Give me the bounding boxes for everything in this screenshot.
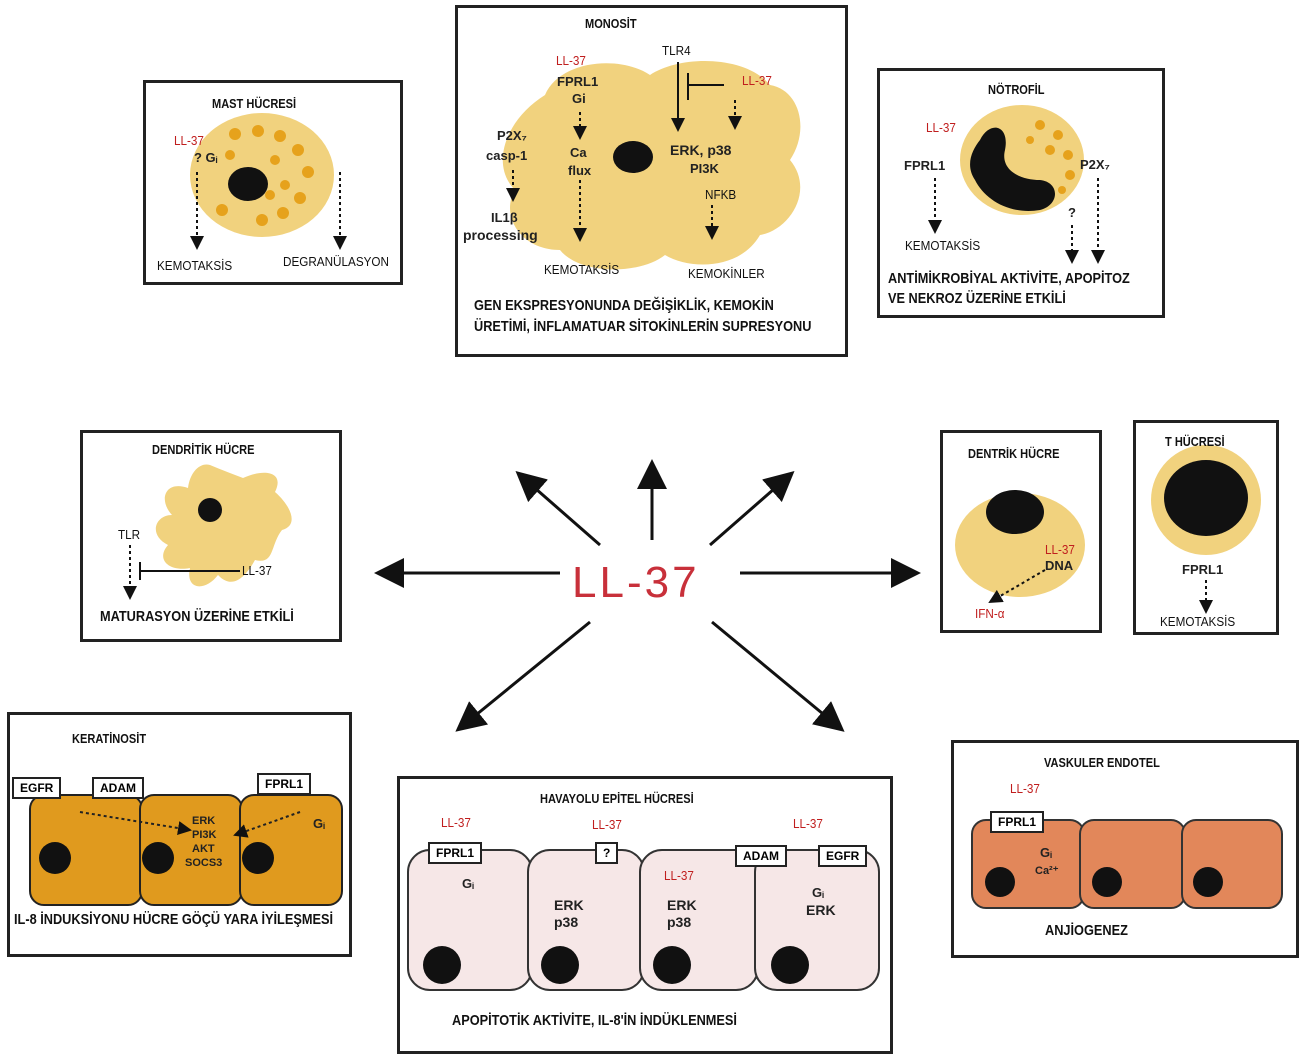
- keratinocyte-caption: IL-8 İNDUKSİYONU HÜCRE GÖÇÜ YARA İYİLEŞM…: [14, 911, 333, 928]
- monocyte-il1b: IL1β: [491, 210, 518, 225]
- airway-title: HAVAYOLU EPİTEL HÜCRESİ: [540, 791, 694, 806]
- mast-effect-chemotaxis: KEMOTAKSİS: [157, 258, 232, 273]
- dendritic-ll37: LL-37: [242, 563, 272, 578]
- monocyte-nfkb: NFKB: [705, 187, 736, 202]
- dentric-ll37: LL-37: [1045, 542, 1075, 557]
- airway-question-tag: ?: [595, 842, 618, 864]
- neutrophil-caption-2: VE NEKROZ ÜZERİNE ETKİLİ: [888, 290, 1066, 307]
- keratinocyte-fprl1-tag: FPRL1: [257, 773, 311, 795]
- airway-gi-1: Gᵢ: [462, 876, 474, 891]
- vascular-gi: Gᵢ: [1040, 845, 1052, 860]
- airway-adam-tag: ADAM: [735, 845, 787, 867]
- keratinocyte-socs3: SOCS3: [185, 856, 222, 871]
- keratinocyte-erk: ERK: [192, 814, 215, 829]
- vascular-title: VASKULER ENDOTEL: [1044, 755, 1160, 770]
- airway-ll37-3: LL-37: [664, 868, 694, 883]
- t-cell-effect: KEMOTAKSİS: [1160, 614, 1235, 629]
- dendritic-tlr: TLR: [118, 527, 140, 542]
- monocyte-p2x: P2X₇: [497, 128, 527, 143]
- vascular-fprl1-tag: FPRL1: [990, 811, 1044, 833]
- center-label: LL-37: [572, 558, 700, 608]
- monocyte-ll37-b: LL-37: [742, 73, 772, 88]
- keratinocyte-adam-tag: ADAM: [92, 777, 144, 799]
- keratinocyte-egfr-tag: EGFR: [12, 777, 61, 799]
- keratinocyte-akt: AKT: [192, 842, 215, 857]
- monocyte-effect-chemokines: KEMOKİNLER: [688, 266, 765, 281]
- neutrophil-title: NÖTROFİL: [988, 82, 1044, 97]
- airway-gi-2: Gᵢ: [812, 885, 824, 900]
- dendritic-caption: MATURASYON ÜZERİNE ETKİLİ: [100, 608, 294, 625]
- keratinocyte-title: KERATİNOSİT: [72, 731, 146, 746]
- monocyte-title: MONOSİT: [585, 16, 637, 31]
- mast-ll37: LL-37: [174, 133, 204, 148]
- monocyte-processing: processing: [463, 228, 538, 243]
- airway-erk-3: ERK: [806, 903, 836, 918]
- airway-erk-2: ERK: [667, 898, 697, 913]
- dendritic-title: DENDRİTİK HÜCRE: [152, 442, 255, 457]
- dentric-title: DENTRİK HÜCRE: [968, 446, 1059, 461]
- airway-ll37-1: LL-37: [441, 815, 471, 830]
- airway-p38-2: p38: [667, 915, 691, 930]
- monocyte-caption-2: ÜRETİMİ, İNFLAMATUAR SİTOKİNLERİN SUPRES…: [474, 318, 811, 335]
- mast-receptor: ? Gᵢ: [194, 150, 218, 165]
- mast-effect-degranulation: DEGRANÜLASYON: [283, 254, 389, 269]
- monocyte-ll37-a: LL-37: [556, 53, 586, 68]
- monocyte-gi: Gi: [572, 91, 586, 106]
- dentric-dna: DNA: [1045, 558, 1073, 573]
- airway-caption: APOPİTOTİK AKTİVİTE, IL-8'İN İNDÜKLENMES…: [452, 1012, 737, 1029]
- monocyte-erk: ERK, p38: [670, 143, 731, 158]
- neutrophil-question: ?: [1068, 205, 1076, 220]
- t-cell-title: T HÜCRESİ: [1165, 434, 1225, 449]
- monocyte-caption-1: GEN EKSPRESYONUNDA DEĞİŞİKLİK, KEMOKİN: [474, 297, 774, 314]
- airway-ll37-2: LL-37: [592, 817, 622, 832]
- airway-fprl1-tag: FPRL1: [428, 842, 482, 864]
- dentric-ifn: IFN-α: [975, 606, 1005, 621]
- monocyte-ca: Ca: [570, 145, 587, 160]
- keratinocyte-pi3k: PI3K: [192, 828, 216, 843]
- monocyte-tlr4: TLR4: [662, 43, 691, 58]
- vascular-ll37: LL-37: [1010, 781, 1040, 796]
- keratinocyte-gi: Gᵢ: [313, 816, 325, 831]
- neutrophil-caption-1: ANTİMİKROBİYAL AKTİVİTE, APOPİTOZ: [888, 270, 1130, 287]
- monocyte-pi3k: PI3K: [690, 161, 719, 176]
- monocyte-flux: flux: [568, 163, 591, 178]
- vascular-caption: ANJİOGENEZ: [1045, 922, 1128, 939]
- airway-p38-1: p38: [554, 915, 578, 930]
- t-cell-fprl1: FPRL1: [1182, 562, 1223, 577]
- airway-egfr-tag: EGFR: [818, 845, 867, 867]
- monocyte-effect-chemotaxis: KEMOTAKSİS: [544, 262, 619, 277]
- monocyte-casp: casp-1: [486, 148, 527, 163]
- neutrophil-p2x: P2X₇: [1080, 157, 1110, 172]
- monocyte-fprl1: FPRL1: [557, 74, 598, 89]
- neutrophil-fprl1: FPRL1: [904, 158, 945, 173]
- neutrophil-ll37: LL-37: [926, 120, 956, 135]
- airway-erk-1: ERK: [554, 898, 584, 913]
- airway-ll37-4: LL-37: [793, 816, 823, 831]
- vascular-ca: Ca²⁺: [1035, 864, 1059, 879]
- mast-title: MAST HÜCRESİ: [212, 96, 296, 111]
- neutrophil-effect: KEMOTAKSİS: [905, 238, 980, 253]
